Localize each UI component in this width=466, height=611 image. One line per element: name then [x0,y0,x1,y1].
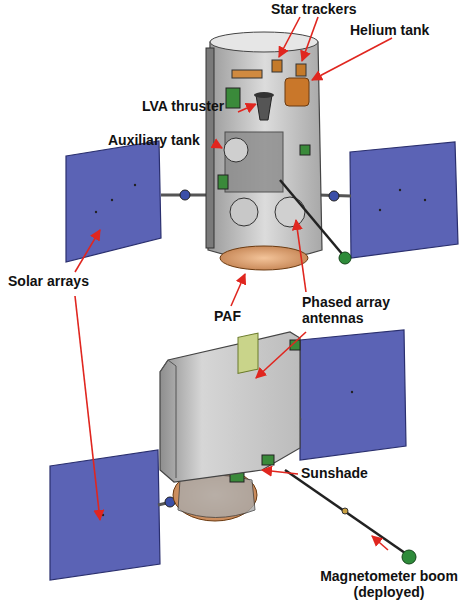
spacecraft-body [208,42,322,259]
callout-label: Auxiliary tank [108,132,200,148]
lva-thruster [256,95,272,120]
magnetometer-boom [285,470,405,553]
solar-array [300,330,406,460]
callout-label: Helium tank [350,22,429,38]
star-tracker [296,64,306,76]
lower-spacecraft [50,330,416,580]
phased-array-antenna [238,333,258,373]
callout-label: Magnetometer boom (deployed) [320,568,458,600]
upper-spacecraft [66,32,458,270]
callout-label: PAF [214,308,241,324]
auxiliary-tank [224,138,248,162]
callout-label: Sunshade [301,465,368,481]
sunshade [160,332,300,482]
solar-array [350,142,458,258]
leader-lines [75,17,392,550]
solar-array [50,450,160,580]
callout-label: Phased array antennas [302,294,406,326]
payload-adapter [220,246,308,270]
magnetometer-boom [280,180,343,255]
callout-label: Star trackers [271,1,357,17]
callout-label: LVA thruster [142,98,224,114]
solar-array [66,141,161,262]
callout-label: Solar arrays [8,273,89,289]
helium-tank [285,78,309,106]
star-tracker [272,60,282,72]
